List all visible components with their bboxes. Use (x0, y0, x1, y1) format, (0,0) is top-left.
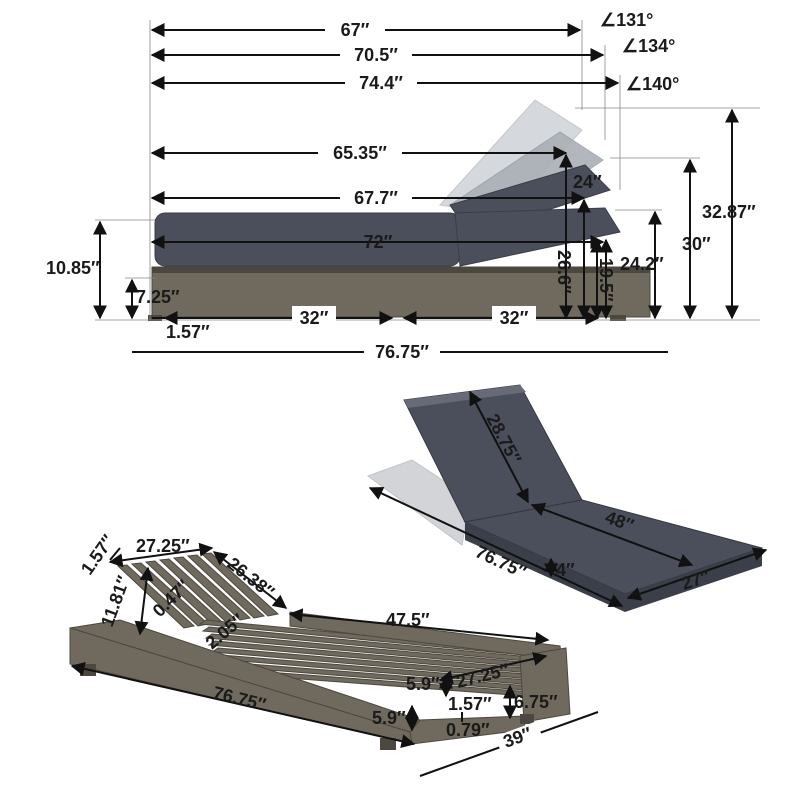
label-angle-131: ∠131° (600, 10, 653, 30)
label-slat-1-57: 1.57″ (77, 531, 119, 579)
label-0-79: 0.79″ (446, 720, 490, 740)
label-67: 67″ (341, 20, 370, 40)
label-6-75: 6.75″ (514, 692, 558, 712)
label-angle-134: ∠134° (622, 36, 675, 56)
dim-76-75-frame (70, 661, 416, 749)
label-32-right: 32″ (500, 308, 529, 328)
label-70-5: 70.5″ (354, 45, 398, 65)
dim-28-75 (469, 390, 529, 504)
label-72: 72″ (364, 232, 393, 252)
dim-47-5 (288, 608, 550, 646)
label-leg-1-57: 1.57″ (448, 694, 492, 714)
label-24-2: 24.2″ (620, 254, 664, 274)
dim-11-81 (134, 566, 154, 636)
label-76-75-side: 76.75″ (375, 342, 429, 362)
label-67-7: 67.7″ (354, 188, 398, 208)
dim-inner-27-25 (438, 651, 548, 685)
label-back-27-25: 27.25″ (136, 536, 190, 556)
label-32-left: 32″ (300, 308, 329, 328)
label-26-6: 26.6″ (554, 250, 574, 294)
dim-76-75-cushion (368, 487, 624, 607)
frame-view: 1.57″ 27.25″ 26.38″ 11.81″ 0.47″ 2.05″ 4… (69, 531, 599, 777)
cushion-view: 28.75″ 48″ 76.75″ 4″ 27″ (366, 384, 768, 612)
label-74-4: 74.4″ (359, 73, 403, 93)
label-10-85: 10.85″ (46, 258, 100, 278)
dim-back-27-25 (108, 542, 214, 568)
label-19-5: 19.5″ (596, 258, 616, 302)
label-32-87: 32.87″ (702, 202, 756, 222)
label-24: 24″ (573, 172, 602, 192)
dim-26-38 (212, 551, 288, 609)
label-7-25: 7.25″ (136, 287, 180, 307)
label-angle-140: ∠140° (626, 74, 679, 94)
label-5-9-lower: 5.9″ (372, 708, 406, 728)
label-65-35: 65.35″ (333, 143, 387, 163)
label-1-57: 1.57″ (166, 322, 210, 342)
label-47-5: 47.5″ (386, 610, 430, 630)
label-5-9-upper: 5.9″ (406, 674, 440, 694)
dim-27 (626, 547, 768, 601)
label-30: 30″ (682, 234, 711, 254)
side-view: 67″ 70.5″ 74.4″ ∠131° ∠134° ∠140° 65.35″… (46, 10, 760, 362)
label-11-81: 11.81″ (97, 573, 134, 630)
label-4: 4″ (556, 560, 575, 580)
